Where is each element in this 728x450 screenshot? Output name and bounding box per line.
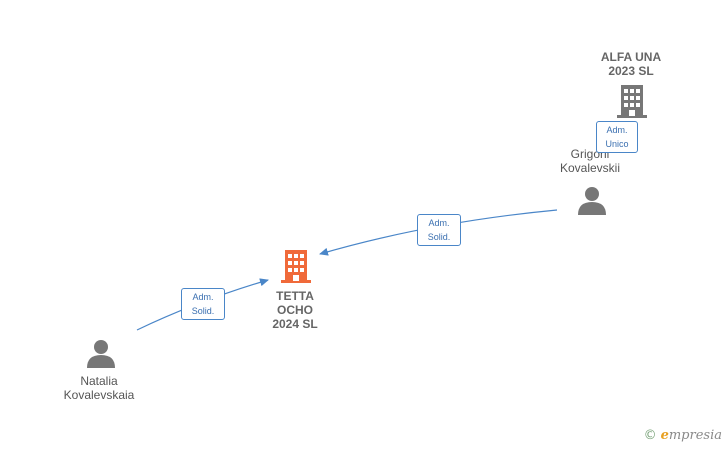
tetta-label-line2: OCHO xyxy=(277,303,313,317)
copyright-icon: © xyxy=(643,428,657,443)
natalia-label-line2: Kovalevskaia xyxy=(63,388,135,402)
brand-initial: e xyxy=(660,428,669,443)
edge-label-grigorii-tetta[interactable]: Adm. Solid. xyxy=(417,214,461,246)
natalia-label-line1: Natalia xyxy=(80,374,118,388)
alfa-label-line2: 2023 SL xyxy=(608,64,654,78)
edge-label-line1: Adm. xyxy=(606,125,628,135)
edge-label-alfa-grigorii[interactable]: Adm. Unico xyxy=(596,121,638,153)
tetta-label-line1: TETTA xyxy=(276,289,314,303)
node-tetta-ocho[interactable]: TETTA OCHO 2024 SL xyxy=(260,289,330,331)
natalia-person-icon xyxy=(87,340,115,368)
brand-name: mpresia xyxy=(668,428,722,443)
alfa-label-line1: ALFA UNA xyxy=(600,50,662,64)
grigorii-label-line2: Kovalevskii xyxy=(559,161,621,175)
node-natalia[interactable]: Natalia Kovalevskaia xyxy=(56,374,142,402)
tetta-label-line3: 2024 SL xyxy=(272,317,318,331)
edge-label-line1: Adm. xyxy=(192,292,214,302)
node-alfa-una[interactable]: ALFA UNA 2023 SL xyxy=(596,50,666,78)
edge-label-natalia-tetta[interactable]: Adm. Solid. xyxy=(181,288,225,320)
edge-label-line2: Solid. xyxy=(427,232,451,242)
edge-label-line1: Adm. xyxy=(428,218,450,228)
empresia-logo: ©empresia xyxy=(644,428,722,444)
edge-label-line2: Solid. xyxy=(191,306,215,316)
edge-label-line2: Unico xyxy=(605,139,629,149)
grigorii-person-icon xyxy=(578,187,606,215)
